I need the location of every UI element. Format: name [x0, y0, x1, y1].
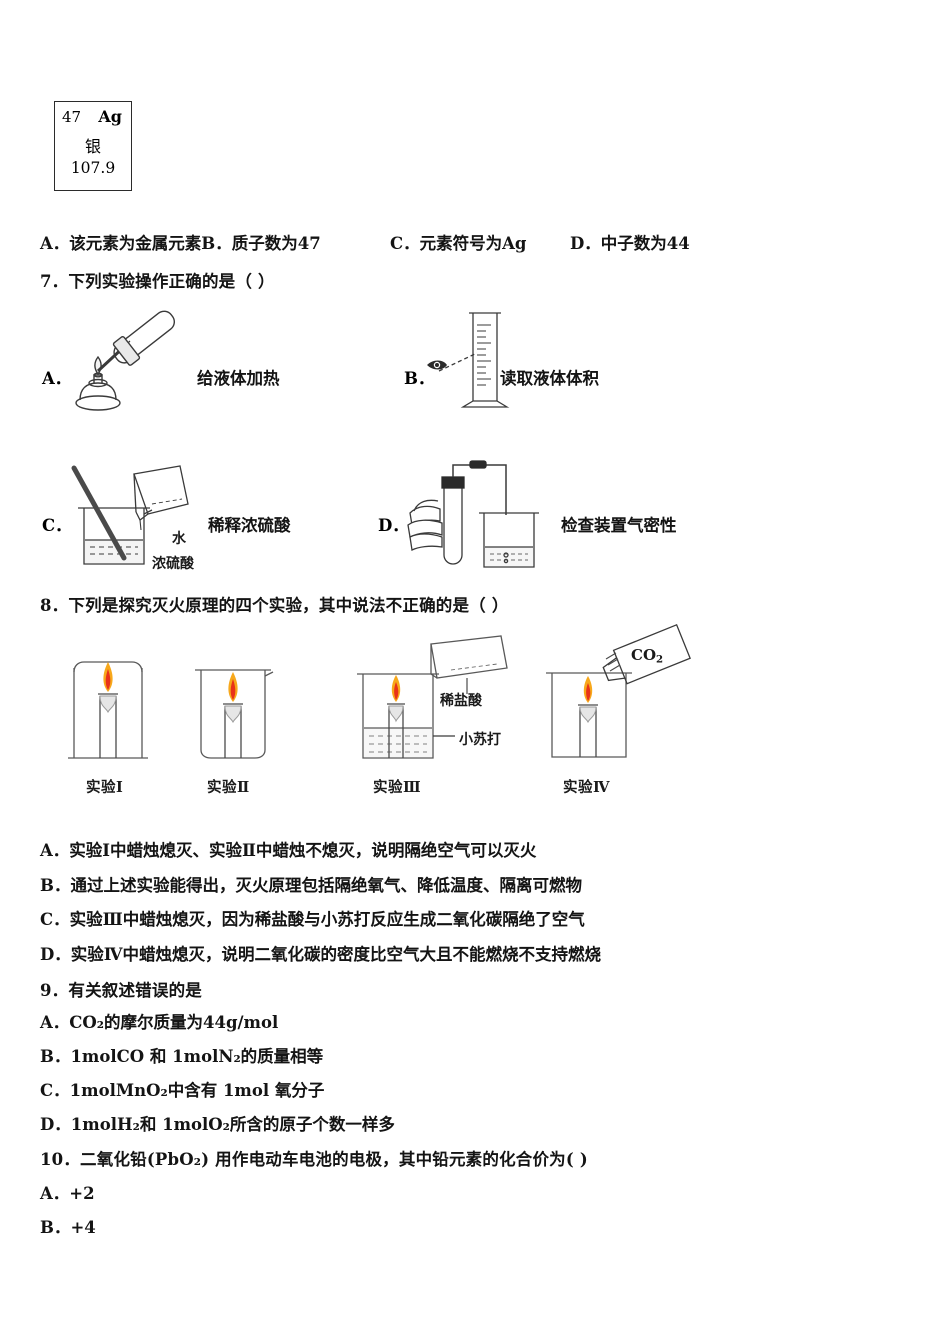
question7-option-d-letter: D． [378, 516, 409, 535]
question9-stem: 9．有关叙述错误的是 [40, 981, 202, 1000]
question9-option-c: C．1molMnO₂中含有 1mol 氧分子 [40, 1081, 325, 1100]
figure-experiment-4 [540, 623, 700, 775]
caption-experiment-2: 实验Ⅱ [207, 779, 250, 796]
question6-options-ab: A．该元素为金属元素B．质子数为47 [40, 234, 321, 253]
question10-option-a: A．+2 [40, 1184, 95, 1203]
question8-option-a: A．实验Ⅰ中蜡烛熄灭、实验Ⅱ中蜡烛不熄灭，说明隔绝空气可以灭火 [40, 841, 537, 860]
question6-option-c: C．元素符号为Ag [390, 234, 527, 253]
element-chinese-name: 银 [84, 137, 101, 156]
caption-experiment-3: 实验Ⅲ [373, 779, 422, 796]
label-water: 水 [172, 531, 186, 547]
figure-experiment-2 [185, 650, 295, 770]
question7-option-d-label: 检查装置气密性 [561, 516, 677, 535]
question7-option-c-label: 稀释浓硫酸 [208, 516, 291, 535]
figure-eye-reading-graduated-cylinder [425, 305, 555, 415]
figure-checking-airtightness [400, 455, 560, 575]
element-card-silver: 47 Ag 银 107.9 [54, 101, 132, 191]
figure-experiment-1 [60, 650, 170, 770]
question10-stem: 10．二氧化铅(PbO₂) 用作电动车电池的电极，其中铅元素的化合价为( ) [40, 1150, 588, 1169]
question8-option-d: D．实验Ⅳ中蜡烛熄灭，说明二氧化碳的密度比空气大且不能燃烧不支持燃烧 [40, 945, 602, 964]
question7-option-c-letter: C． [42, 516, 72, 535]
element-atomic-mass: 107.9 [70, 159, 116, 177]
question7-option-a-letter: A． [42, 369, 72, 388]
label-carbon-dioxide: CO2 [631, 646, 664, 666]
element-symbol: Ag [98, 107, 122, 126]
question7-option-a-label: 给液体加热 [197, 369, 280, 388]
figure-diluting-sulfuric-acid [62, 460, 212, 575]
element-atomic-number: 47 [62, 108, 82, 126]
label-dilute-hydrochloric-acid: 稀盐酸 [440, 693, 482, 709]
question7-option-b-letter: B． [404, 369, 435, 388]
question10-option-b: B．+4 [40, 1218, 96, 1237]
question7-stem: 7．下列实验操作正确的是（ ） [40, 272, 275, 291]
question8-stem: 8．下列是探究灭火原理的四个实验，其中说法不正确的是（ ） [40, 596, 509, 615]
caption-experiment-1: 实验Ⅰ [86, 779, 124, 796]
figure-alcohol-lamp-heating-test-tube [68, 305, 208, 415]
caption-experiment-4: 实验Ⅳ [563, 779, 610, 796]
question6-option-d: D．中子数为44 [570, 234, 690, 253]
question9-option-d: D．1molH₂和 1molO₂所含的原子个数一样多 [40, 1115, 395, 1134]
figure-experiment-3 [355, 632, 545, 777]
question9-option-a: A．CO₂的摩尔质量为44g/mol [40, 1013, 279, 1032]
question7-option-b-label: 读取液体体积 [500, 369, 599, 388]
label-baking-soda: 小苏打 [459, 732, 501, 748]
question8-option-c: C．实验Ⅲ中蜡烛熄灭，因为稀盐酸与小苏打反应生成二氧化碳隔绝了空气 [40, 910, 585, 929]
question9-option-b: B．1molCO 和 1molN₂的质量相等 [40, 1047, 324, 1066]
label-concentrated-sulfuric-acid: 浓硫酸 [152, 556, 194, 572]
question8-option-b: B．通过上述实验能得出，灭火原理包括隔绝氧气、降低温度、隔离可燃物 [40, 876, 582, 895]
